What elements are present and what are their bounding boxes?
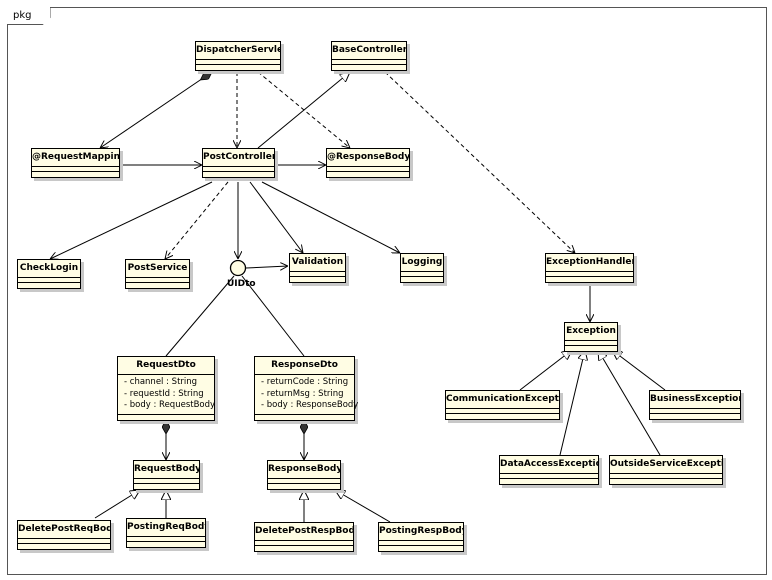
edge-basecontroller-exceptionhandler	[384, 71, 575, 253]
uidto-interface-label: UIDto	[227, 279, 256, 289]
class-validation[interactable]: Validation	[289, 253, 346, 283]
class-name: CommunicationException	[446, 391, 559, 409]
attribute: - returnCode : String	[261, 377, 349, 387]
edge-dispatcher-requestmapping	[100, 72, 212, 148]
class-name: DeletePostRespBody	[255, 523, 353, 541]
class-name: CheckLogin	[18, 260, 80, 278]
attribute: - returnMsg : String	[261, 388, 344, 399]
class-name: ResponseDto	[255, 357, 354, 375]
edge-uidto-validation	[245, 266, 288, 268]
class-name: ExceptionHandler	[546, 254, 633, 272]
edge-postcontroller-logging	[261, 181, 400, 253]
edge-postcontroller-basecontroller	[257, 72, 350, 149]
attribute-list: - returnCode : String - returnMsg : Stri…	[255, 375, 359, 415]
class-delete-post-resp-body[interactable]: DeletePostRespBody	[254, 522, 354, 552]
attribute: - body : RequestBody	[124, 400, 216, 410]
class-name: PostController	[203, 149, 274, 167]
class-name: DispatcherServlet	[196, 42, 280, 60]
class-name: Exception	[565, 323, 617, 341]
class-outside-service-exception[interactable]: OutsideServiceException	[609, 455, 723, 485]
edge-postcontroller-postservice	[165, 181, 229, 259]
class-posting-req-body[interactable]: PostingReqBody	[126, 518, 206, 548]
class-request-body[interactable]: RequestBody	[133, 460, 200, 490]
edge-uidto-requestdto	[165, 275, 235, 357]
class-dispatcher-servlet[interactable]: DispatcherServlet	[195, 41, 281, 71]
class-response-body-annotation[interactable]: @ResponseBody	[326, 148, 410, 178]
class-name: ResponseBody	[268, 461, 340, 479]
class-post-service[interactable]: PostService	[125, 259, 190, 289]
edge-postcontroller-validation	[249, 181, 303, 253]
class-name: OutsideServiceException	[610, 456, 722, 474]
edge-postcontroller-checklogin	[50, 181, 213, 259]
class-response-dto[interactable]: ResponseDto - returnCode : String - retu…	[254, 356, 359, 421]
class-name: BusinessException	[650, 391, 740, 409]
attribute-list: - channel : String - requestId : String …	[118, 375, 216, 415]
edge-postingrespbody-responsebody	[335, 490, 391, 523]
class-name: Validation	[290, 254, 345, 272]
class-request-mapping[interactable]: @RequestMapping	[31, 148, 120, 178]
attribute: - channel : String	[124, 377, 198, 387]
class-name: BaseController	[332, 42, 406, 60]
attribute: - requestId : String	[124, 388, 204, 399]
class-name: DataAccessException	[500, 456, 598, 474]
class-name: PostingReqBody	[127, 519, 205, 537]
class-check-login[interactable]: CheckLogin	[17, 259, 81, 289]
edge-communication-exception	[519, 350, 572, 391]
class-delete-post-req-body[interactable]: DeletePostReqBody	[17, 520, 111, 550]
class-communication-exception[interactable]: CommunicationException	[445, 390, 560, 420]
class-request-dto[interactable]: RequestDto - channel : String - requestI…	[117, 356, 215, 421]
edge-uidto-responsedto	[241, 275, 305, 357]
attribute: - body : ResponseBody	[261, 400, 359, 410]
class-name: PostingRespBody	[379, 523, 463, 541]
class-name: RequestDto	[118, 357, 214, 375]
class-posting-resp-body[interactable]: PostingRespBody	[378, 522, 464, 552]
class-business-exception[interactable]: BusinessException	[649, 390, 741, 420]
edge-business-exception	[612, 350, 666, 391]
class-exception[interactable]: Exception	[564, 322, 618, 352]
class-name: PostService	[126, 260, 189, 278]
class-post-controller[interactable]: PostController	[202, 148, 275, 178]
edge-outsideservice-exception	[598, 350, 661, 456]
package-label: pkg	[7, 7, 51, 25]
edge-deletepostreqbody-requestbody	[94, 490, 140, 519]
class-base-controller[interactable]: BaseController	[331, 41, 407, 71]
class-exception-handler[interactable]: ExceptionHandler	[545, 253, 634, 283]
class-response-body[interactable]: ResponseBody	[267, 460, 341, 490]
class-name: Logging	[401, 254, 443, 272]
edge-dataaccess-exception	[559, 350, 585, 456]
class-name: RequestBody	[134, 461, 199, 479]
class-name: @ResponseBody	[327, 149, 409, 167]
class-name: @RequestMapping	[32, 149, 119, 167]
uidto-interface-circle	[229, 259, 247, 277]
class-logging[interactable]: Logging	[400, 253, 444, 283]
class-data-access-exception[interactable]: DataAccessException	[499, 455, 599, 485]
class-name: DeletePostReqBody	[18, 521, 110, 539]
